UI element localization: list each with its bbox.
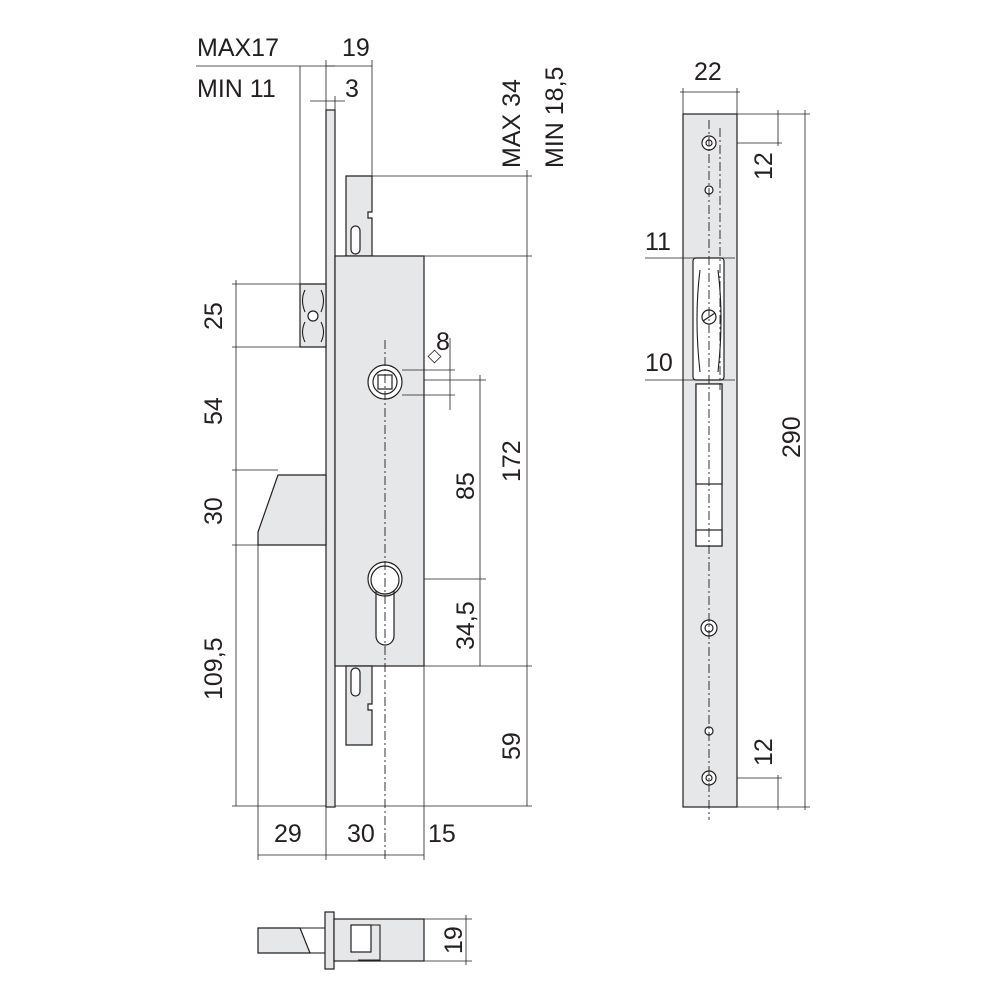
label-172: 172	[498, 440, 526, 482]
lower-slot	[350, 667, 361, 697]
faceplate	[325, 109, 336, 808]
label-front-12-bottom: 12	[750, 738, 778, 766]
label-bolt-30: 30	[200, 497, 228, 525]
label-backset-30: 30	[347, 820, 375, 848]
label-min11: MIN 11	[197, 75, 276, 103]
label-front-10: 10	[645, 349, 673, 377]
label-min185: MIN 18,5	[541, 67, 569, 168]
bottom-bolt	[257, 927, 311, 954]
label-1095: 109,5	[200, 637, 228, 700]
deadbolt	[257, 474, 327, 546]
label-front-290: 290	[778, 416, 806, 458]
label-59: 59	[498, 732, 526, 760]
label-latch-25: 25	[200, 302, 228, 330]
label-faceplate-3: 3	[345, 75, 359, 103]
label-54: 54	[200, 397, 228, 425]
label-spindle-8: 8	[436, 328, 450, 356]
label-faceplate-19: 19	[342, 34, 370, 62]
label-15: 15	[428, 820, 456, 848]
label-max17: MAX17	[197, 34, 279, 62]
front-view	[645, 88, 810, 820]
bottom-mechanism	[350, 924, 372, 953]
bottom-faceplate	[324, 911, 335, 970]
bottom-view	[257, 911, 472, 970]
label-bottom-19: 19	[440, 926, 468, 954]
label-front-11: 11	[645, 228, 671, 256]
label-front-12-top: 12	[750, 152, 778, 180]
bottom-case	[333, 918, 425, 962]
label-front-22: 22	[694, 58, 722, 86]
side-view	[196, 60, 532, 860]
label-29: 29	[274, 820, 302, 848]
upper-slot	[350, 225, 361, 255]
label-85: 85	[452, 472, 480, 500]
label-max34: MAX 34	[498, 79, 526, 168]
label-345: 34,5	[452, 601, 480, 650]
